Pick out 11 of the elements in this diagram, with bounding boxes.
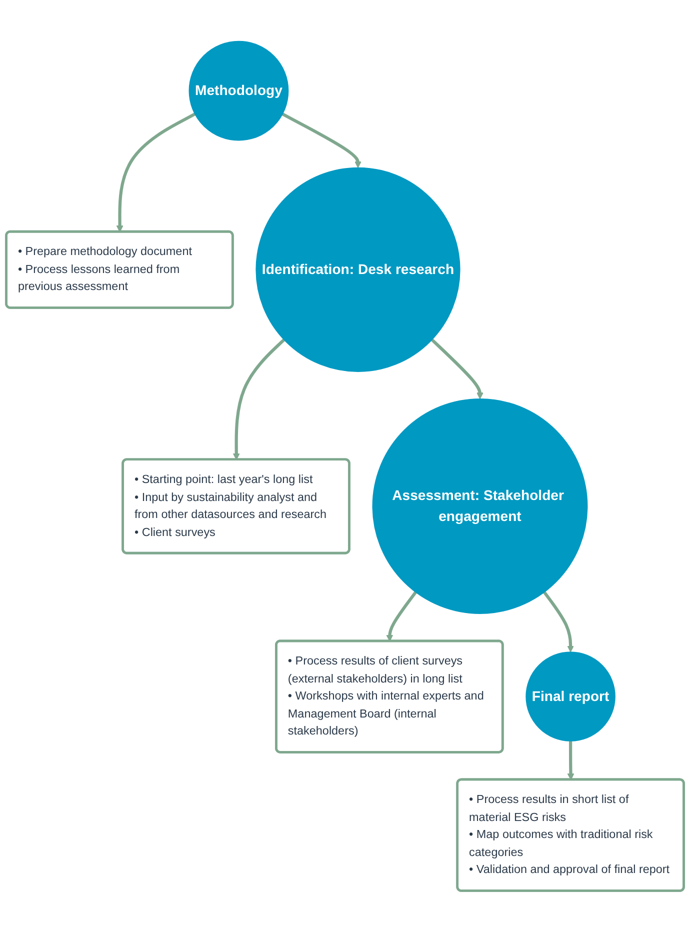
node-circle: Assessment: Stakeholder engagement xyxy=(372,398,588,614)
arrow xyxy=(232,338,286,460)
arrow xyxy=(543,590,574,652)
node-circle: Final report xyxy=(526,651,616,741)
arrow xyxy=(116,112,196,232)
node-circle: Methodology xyxy=(188,40,289,140)
arrow xyxy=(567,740,574,780)
arrow xyxy=(282,112,362,168)
arrow xyxy=(386,590,417,642)
node-circle: Identification: Desk research xyxy=(256,166,460,372)
arrow xyxy=(430,338,484,399)
